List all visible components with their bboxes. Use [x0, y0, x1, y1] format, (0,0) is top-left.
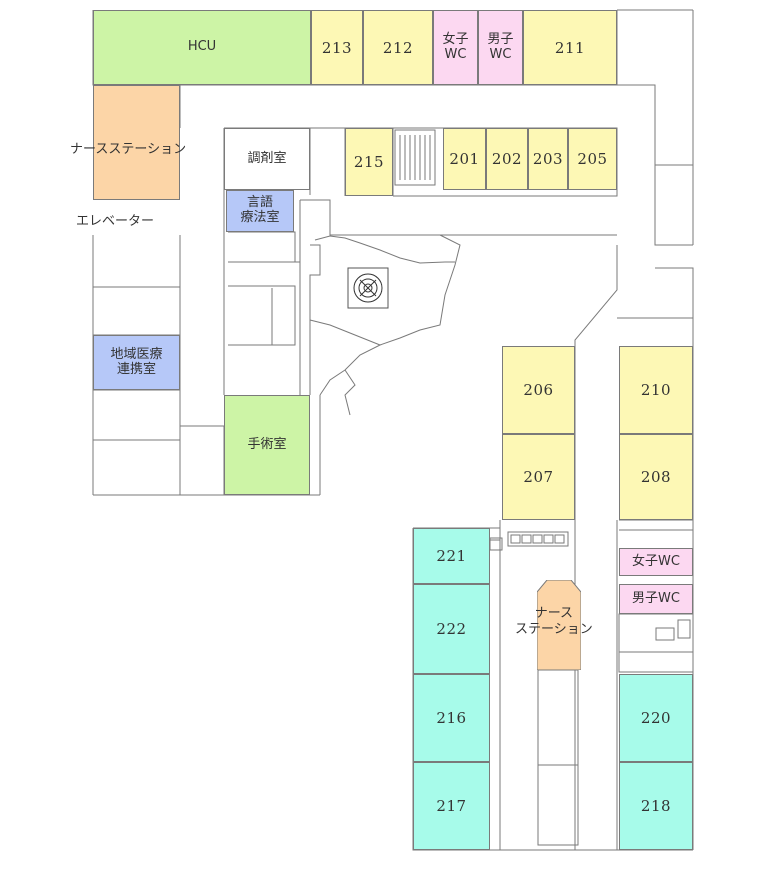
room-215: 215	[345, 128, 393, 196]
room-hcu: HCU	[93, 10, 311, 85]
room-203-label: 203	[532, 150, 564, 168]
room-213-label: 213	[321, 38, 353, 57]
nurse-station-bottom	[537, 580, 581, 670]
room-206-label: 206	[523, 381, 554, 399]
room-202-label: 202	[491, 150, 523, 168]
room-207: 207	[502, 434, 575, 520]
room-207-label: 207	[523, 468, 554, 486]
room-208-label: 208	[640, 468, 672, 486]
wc-men-bottom-label: 男子WC	[632, 590, 680, 606]
room-218-label: 218	[640, 797, 672, 815]
wc-women-top-label: 女子 WC	[442, 31, 469, 62]
atrium-feature-icon	[347, 267, 389, 309]
room-217: 217	[413, 762, 490, 850]
nurse-station-top-label: ナースステーション	[70, 142, 187, 157]
room-215-label: 215	[353, 153, 385, 171]
elevator-label: エレベーター	[76, 214, 155, 229]
wc-men-bottom: 男子WC	[619, 584, 693, 614]
speech-therapy-room: 言語 療法室	[226, 190, 294, 232]
room-218: 218	[619, 762, 693, 850]
room-212: 212	[363, 10, 433, 85]
room-208: 208	[619, 434, 693, 520]
operating-room-label: 手術室	[247, 436, 287, 452]
wc-women-bottom-label: 女子WC	[632, 553, 680, 569]
room-222: 222	[413, 584, 490, 674]
room-hcu-label: HCU	[187, 39, 217, 55]
room-221-label: 221	[436, 547, 467, 565]
wc-women-bottom: 女子WC	[619, 548, 693, 576]
room-222-label: 222	[436, 620, 467, 638]
regional-medical-label: 地域医療 連携室	[110, 346, 163, 377]
room-220-label: 220	[640, 709, 672, 727]
room-212-label: 212	[382, 38, 414, 57]
room-203: 203	[528, 128, 568, 190]
room-216-label: 216	[436, 709, 467, 727]
room-210: 210	[619, 346, 693, 434]
room-213: 213	[311, 10, 363, 85]
room-221: 221	[413, 528, 490, 584]
operating-room: 手術室	[224, 395, 310, 495]
room-202: 202	[486, 128, 528, 190]
room-205-label: 205	[577, 150, 608, 168]
room-210-label: 210	[640, 381, 672, 399]
room-205: 205	[568, 128, 617, 190]
nurse-station-top	[93, 85, 180, 200]
wc-women-top: 女子 WC	[433, 10, 478, 85]
room-216: 216	[413, 674, 490, 762]
pharmacy: 調剤室	[224, 128, 310, 190]
room-217-label: 217	[436, 797, 467, 815]
pharmacy-label: 調剤室	[247, 150, 287, 166]
room-211: 211	[523, 10, 617, 85]
room-201: 201	[443, 128, 486, 190]
nurse-station-bottom-label: ナース ステーション	[515, 606, 593, 637]
wc-men-top-label: 男子 WC	[487, 31, 514, 62]
room-201-label: 201	[449, 150, 480, 168]
room-206: 206	[502, 346, 575, 434]
room-211-label: 211	[554, 38, 586, 57]
wc-men-top: 男子 WC	[478, 10, 523, 85]
regional-medical-office: 地域医療 連携室	[93, 335, 180, 390]
speech-therapy-label: 言語 療法室	[240, 195, 280, 225]
room-220: 220	[619, 674, 693, 762]
